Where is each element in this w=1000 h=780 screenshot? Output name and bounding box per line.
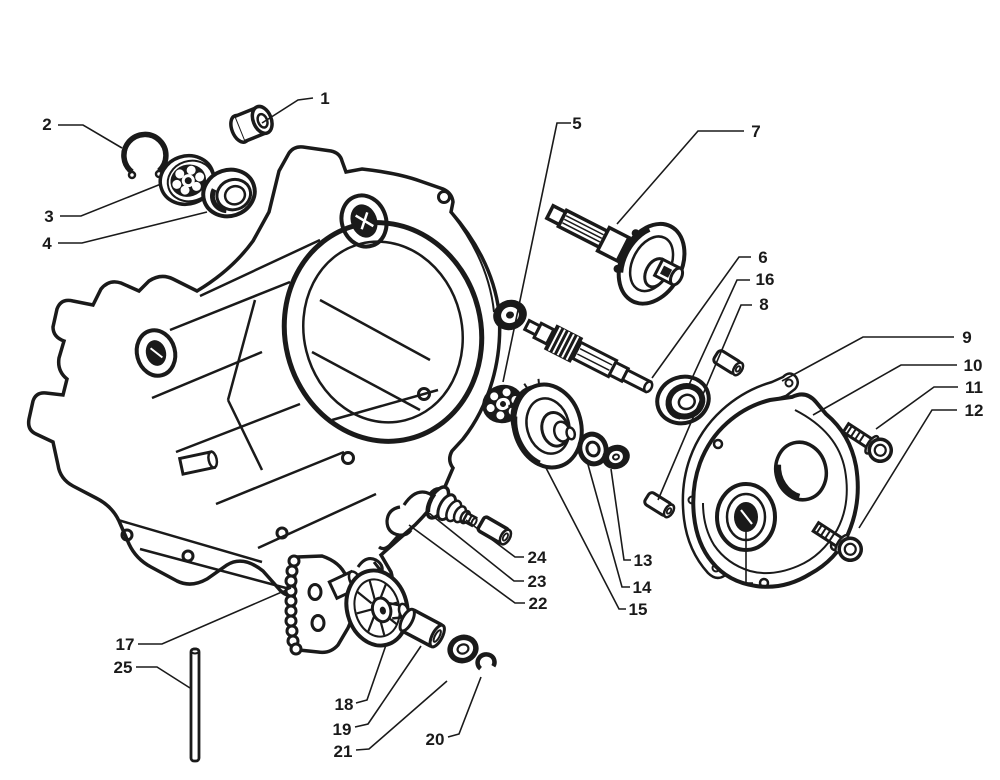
callout-7-leader-primary-gear-shaft — [616, 130, 744, 225]
part-3-ball-bearing — [158, 153, 216, 207]
part-21-washer — [447, 634, 479, 664]
part-11-screw — [841, 421, 894, 464]
part-10-transmission-cover — [691, 392, 860, 589]
part-13-oil-seal — [602, 444, 630, 470]
part-16-ball-bearing — [655, 374, 711, 426]
callout-24-leader-pinion-pin — [465, 519, 524, 558]
left-boss-hole — [134, 328, 178, 378]
callout-25-label: 25 — [114, 658, 133, 677]
callout-22-leader-starter-pinion-assembly — [408, 524, 525, 604]
callout-1-label: 1 — [320, 89, 329, 108]
cover-boss — [715, 482, 777, 552]
callout-5-leader-ball-bearing — [502, 122, 571, 383]
callout-2-label: 2 — [42, 115, 51, 134]
part-8-dowel-pin-lower — [643, 491, 676, 519]
part-22-pinion-spring-clip — [378, 487, 445, 551]
callout-10-label: 10 — [964, 356, 983, 375]
callout-7-label: 7 — [751, 122, 760, 141]
part-4-bearing-race — [201, 167, 257, 219]
callout-11-label: 11 — [965, 378, 983, 397]
rim-echo-line — [451, 213, 495, 313]
callout-23-label: 23 — [528, 572, 547, 591]
part-20-clip — [475, 652, 497, 671]
part-19-spacer-bushing — [398, 607, 446, 649]
part-23-starter-pinion — [425, 485, 478, 528]
upper-boss-hole — [339, 193, 389, 249]
callout-3-leader-ball-bearing — [60, 183, 162, 217]
callout-15-leader-wheel-shaft-gear — [544, 465, 626, 610]
part-18-kickstart-ratchet-gear — [344, 568, 410, 648]
cover-boss-leader-line — [745, 524, 753, 584]
part-6-main-shaft — [522, 318, 654, 394]
crankcase-half — [26, 145, 502, 609]
part-12-screw — [811, 520, 864, 563]
callout-19-leader-spacer-bushing — [354, 645, 422, 728]
callout-17-label: 17 — [116, 635, 135, 654]
callout-8-label: 8 — [759, 295, 768, 314]
part-14-washer — [577, 431, 609, 467]
callout-4-leader-bearing-race — [58, 211, 208, 244]
cover-opening — [773, 440, 829, 502]
callout-12-leader-screw — [858, 409, 957, 529]
callout-layer: 1234567891011121314151617181920212223242… — [42, 89, 983, 761]
callout-20-leader-clip — [447, 676, 482, 738]
callout-6-label: 6 — [758, 248, 767, 267]
callout-14-label: 14 — [633, 578, 652, 597]
callout-23-leader-starter-pinion — [428, 512, 524, 582]
callout-18-label: 18 — [335, 695, 354, 714]
part-2-snap-ring — [121, 131, 169, 180]
callout-16-label: 16 — [756, 270, 775, 289]
callout-6-leader-main-shaft — [651, 256, 751, 379]
callout-19-label: 19 — [333, 720, 352, 739]
callout-20-label: 20 — [426, 730, 445, 749]
part-1-bushing — [229, 104, 274, 144]
callout-1-leader-bushing — [261, 97, 314, 124]
callout-13-label: 13 — [634, 551, 653, 570]
callout-18-leader-kickstart-ratchet-gear — [355, 644, 387, 704]
callout-11-leader-screw — [875, 386, 958, 430]
kickstart-shaft-stub — [177, 450, 219, 476]
callout-10-leader-transmission-cover — [812, 364, 957, 416]
part-15-wheel-shaft-gear — [507, 378, 584, 470]
callout-2-leader-snap-ring — [58, 124, 123, 149]
callout-21-leader-washer — [355, 680, 448, 751]
callout-12-label: 12 — [965, 401, 984, 420]
sector-chain-teeth — [284, 554, 303, 656]
callout-14-leader-washer — [586, 460, 630, 588]
crankcase-outline — [26, 145, 502, 609]
callout-3-label: 3 — [44, 207, 53, 226]
part-17-kickstart-sector-gear — [284, 554, 363, 656]
callout-13-leader-oil-seal — [610, 468, 631, 561]
callout-9-label: 9 — [962, 328, 971, 347]
part-25-kickstart-rod — [189, 647, 201, 763]
callout-22-label: 22 — [529, 594, 548, 613]
callout-17-leader-kickstart-sector-gear — [138, 587, 292, 645]
bell-opening-inner — [301, 240, 465, 424]
case-ribs — [117, 238, 439, 590]
callout-4-label: 4 — [42, 234, 52, 253]
part-7-primary-gear-shaft — [544, 203, 687, 306]
rim-bolt-holes — [120, 190, 451, 583]
callout-24-label: 24 — [528, 548, 547, 567]
callout-16-leader-ball-bearing — [687, 279, 750, 388]
part-8-dowel-pin-upper — [712, 349, 745, 377]
callout-25-leader-kickstart-rod — [136, 666, 191, 689]
callout-15-label: 15 — [629, 600, 648, 619]
callout-8-leader-dowel-pin — [657, 304, 752, 501]
callout-9-leader-gasket — [781, 336, 954, 382]
callout-21-label: 21 — [334, 742, 353, 761]
callout-5-label: 5 — [572, 114, 581, 133]
